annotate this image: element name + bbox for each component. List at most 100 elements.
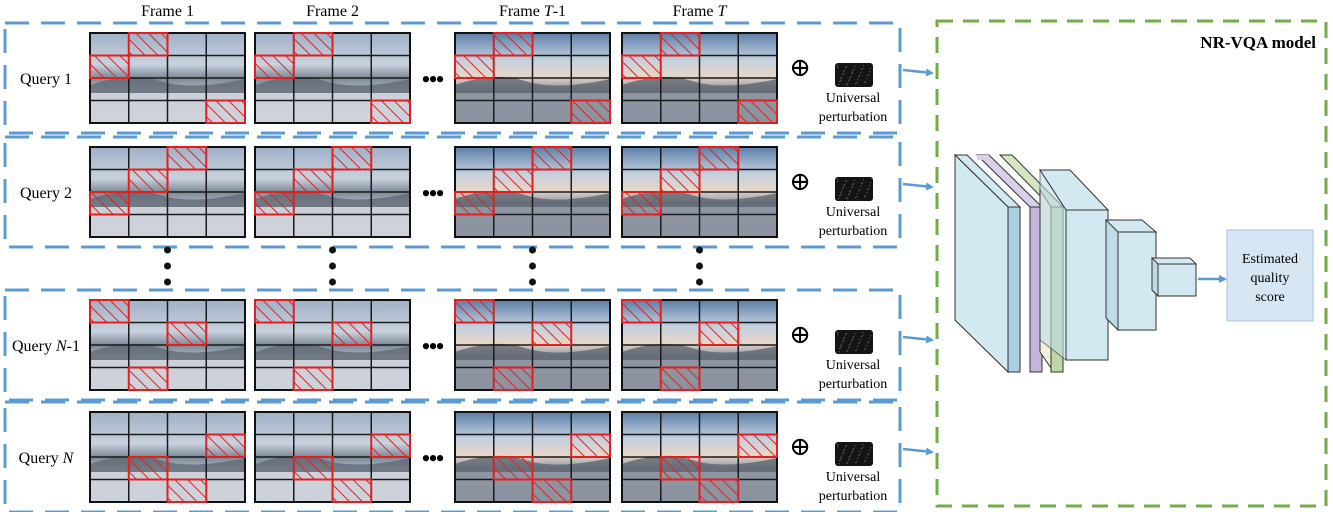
perturbed-patch [570, 433, 611, 458]
to-model-arrow [902, 447, 934, 456]
query-label: Query 1 [20, 71, 72, 88]
fc-block-1 [1039, 168, 1110, 362]
video-frame [454, 146, 611, 238]
vertical-dot [696, 262, 703, 270]
quality-score-line1: Estimated [1242, 252, 1298, 267]
to-model-arrow [902, 182, 934, 191]
conv-block-1 [953, 153, 1022, 374]
perturbed-patch [531, 478, 573, 503]
perturbed-patch [621, 299, 662, 324]
query-row-2: Query 2 ••• ⊕ Universal perturbation [3, 135, 934, 249]
video-frame [89, 299, 246, 391]
perturbation-label-2: perturbation [819, 224, 887, 239]
vertical-dot [164, 246, 171, 254]
perturbation-label-1: Universal [826, 205, 881, 220]
perturbed-patch [531, 321, 573, 346]
perturbed-patch [659, 168, 701, 193]
perturbed-patch [254, 191, 295, 216]
video-frame [89, 32, 246, 124]
perturbed-patch [621, 191, 662, 216]
perturbed-patch [89, 54, 130, 79]
perturbed-patch [621, 54, 662, 79]
perturbation-label-2: perturbation [819, 110, 887, 125]
perturbed-patch [737, 433, 778, 458]
video-frame [621, 146, 778, 238]
fc-block-3 [1150, 257, 1198, 298]
frame-header-1: Frame 1 [141, 3, 194, 20]
cnn-blocks [953, 153, 1198, 374]
video-frame [254, 32, 411, 124]
perturbed-patch [127, 366, 169, 391]
vertical-dot [529, 262, 536, 270]
frame-ellipsis: ••• [421, 65, 443, 94]
to-model-arrow [902, 68, 934, 77]
perturbed-patch [531, 146, 573, 171]
frame-ellipsis: ••• [421, 179, 443, 208]
perturbed-patch [737, 99, 778, 124]
fc-block-2 [1104, 219, 1158, 332]
perturbation-label-2: perturbation [819, 489, 887, 504]
vertical-dot [529, 278, 536, 286]
perturbation-label-2: perturbation [819, 377, 887, 392]
video-frame [621, 299, 778, 391]
video-frame [89, 411, 246, 503]
perturbed-patch [166, 146, 208, 171]
query-dashed-box [3, 288, 902, 402]
vertical-dot [329, 262, 336, 270]
perturbed-patch [492, 168, 534, 193]
perturbed-patch [492, 456, 534, 481]
query-label: Query N [19, 450, 75, 467]
video-frame [454, 299, 611, 391]
perturbed-patch [331, 321, 373, 346]
perturbed-patch [492, 366, 534, 391]
perturbed-patch [205, 433, 246, 458]
add-operator: ⊕ [789, 320, 811, 349]
video-frame [621, 32, 778, 124]
perturbed-patch [370, 433, 411, 458]
frame-ellipsis: ••• [421, 444, 443, 473]
add-operator: ⊕ [789, 53, 811, 82]
perturbation-label-1: Universal [826, 470, 881, 485]
perturbed-patch [254, 54, 295, 79]
perturbed-patch [292, 456, 334, 481]
perturbed-patch [127, 168, 169, 193]
model-dashed-box [935, 19, 1328, 508]
perturbed-patch [331, 146, 373, 171]
query-label: Query N-1 [12, 338, 80, 355]
quality-score-line3: score [1255, 290, 1285, 305]
perturbed-patch [254, 299, 295, 324]
perturbed-patch [127, 32, 169, 57]
perturbation-label-1: Universal [826, 91, 881, 106]
add-operator: ⊕ [789, 167, 811, 196]
query-row-1: Query 1 ••• ⊕ Universal perturbation [3, 21, 934, 135]
perturbed-patch [659, 32, 701, 57]
vertical-dot [164, 262, 171, 270]
perturbed-patch [454, 299, 495, 324]
perturbed-patch [331, 478, 373, 503]
query-dashed-box [3, 21, 902, 135]
perturbed-patch [166, 478, 208, 503]
perturbed-patch [370, 99, 411, 124]
quality-score-line2: quality [1251, 271, 1290, 286]
video-frame [89, 146, 246, 238]
video-frame [254, 411, 411, 503]
video-frame [454, 411, 611, 503]
perturbation-noise [835, 177, 873, 201]
perturbed-patch [127, 456, 169, 481]
quality-score-box [1226, 229, 1314, 322]
perturbation-label-1: Universal [826, 358, 881, 373]
vertical-dot [329, 246, 336, 254]
perturbed-patch [89, 299, 130, 324]
query-label: Query 2 [20, 185, 72, 202]
perturbed-patch [698, 146, 740, 171]
vertical-dot [696, 278, 703, 286]
perturbed-patch [570, 99, 611, 124]
perturbed-patch [454, 54, 495, 79]
to-model-arrow [902, 335, 934, 344]
perturbed-patch [205, 99, 246, 124]
video-frame [454, 32, 611, 124]
